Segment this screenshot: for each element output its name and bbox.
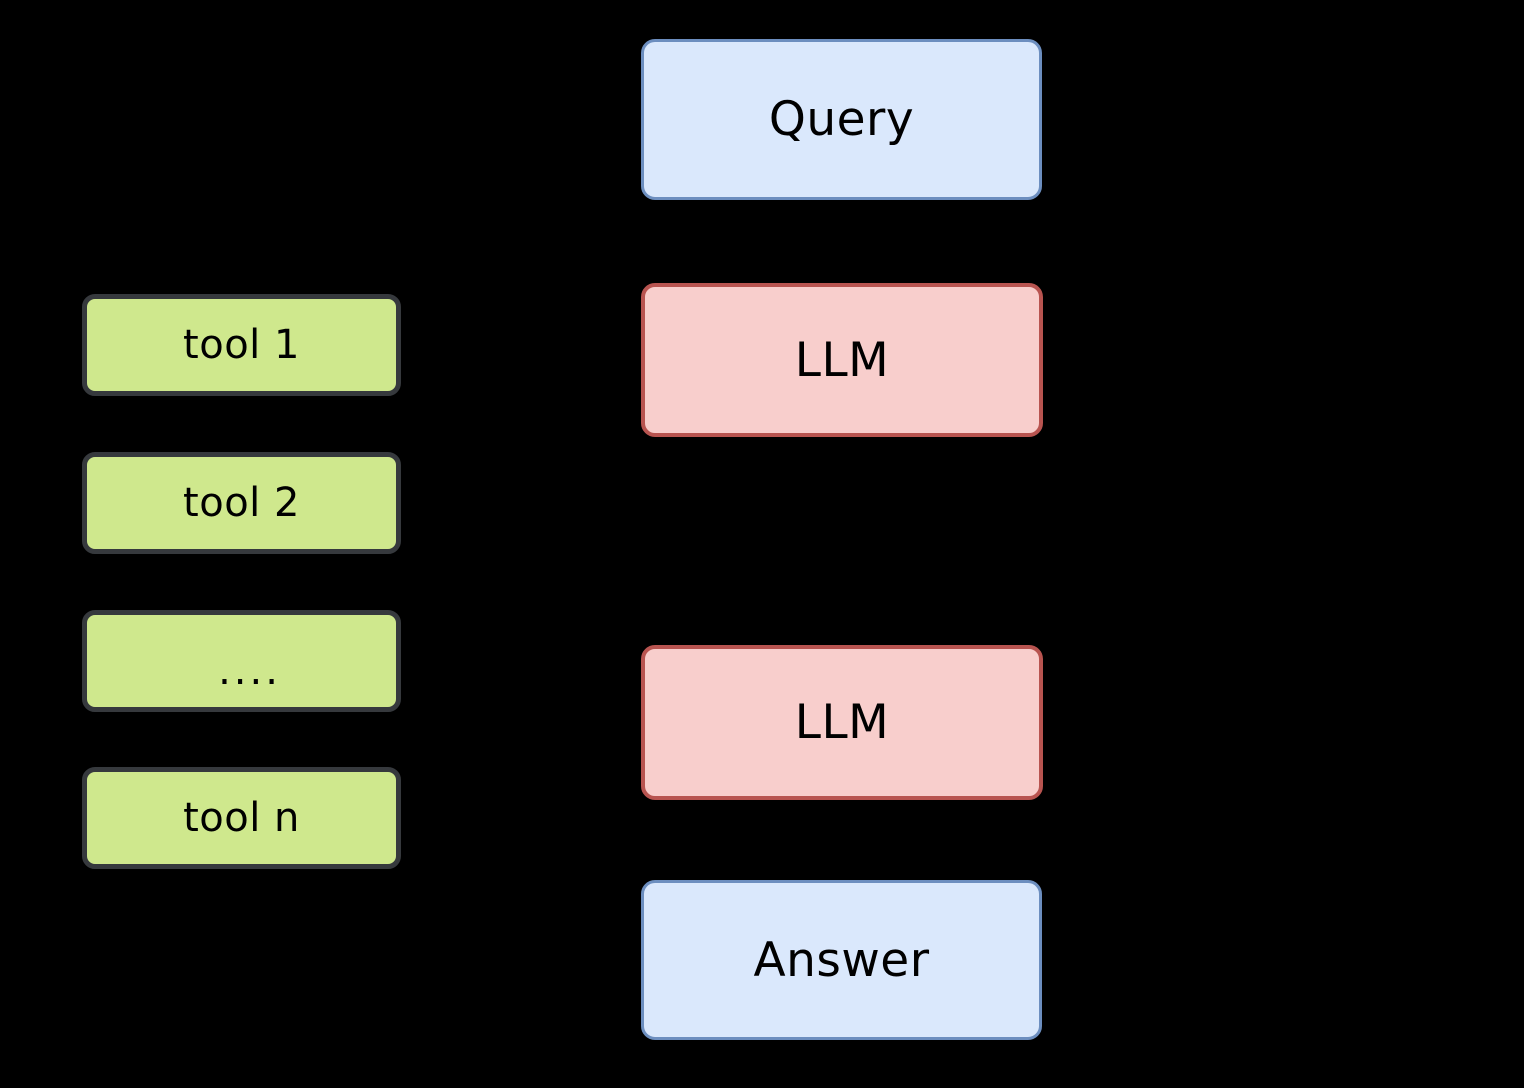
tool-node-2-label: tool 2 xyxy=(183,480,300,526)
tool-node-n-label: tool n xyxy=(183,795,300,841)
tool-node-1-label: tool 1 xyxy=(183,322,300,368)
llm-node-second[interactable]: LLM xyxy=(641,645,1043,800)
tool-node-ellipsis-label: .... xyxy=(218,648,281,694)
tool-node-1[interactable]: tool 1 xyxy=(82,294,401,396)
llm-node-first-label: LLM xyxy=(794,332,890,388)
answer-node-label: Answer xyxy=(753,932,930,988)
query-node-label: Query xyxy=(768,92,915,147)
llm-node-second-label: LLM xyxy=(794,695,890,750)
tool-node-2[interactable]: tool 2 xyxy=(82,452,401,554)
tool-node-n[interactable]: tool n xyxy=(82,767,401,869)
tool-node-ellipsis[interactable]: .... xyxy=(82,610,401,712)
query-node[interactable]: Query xyxy=(641,39,1042,200)
answer-node[interactable]: Answer xyxy=(641,880,1042,1040)
llm-node-first[interactable]: LLM xyxy=(641,283,1043,437)
